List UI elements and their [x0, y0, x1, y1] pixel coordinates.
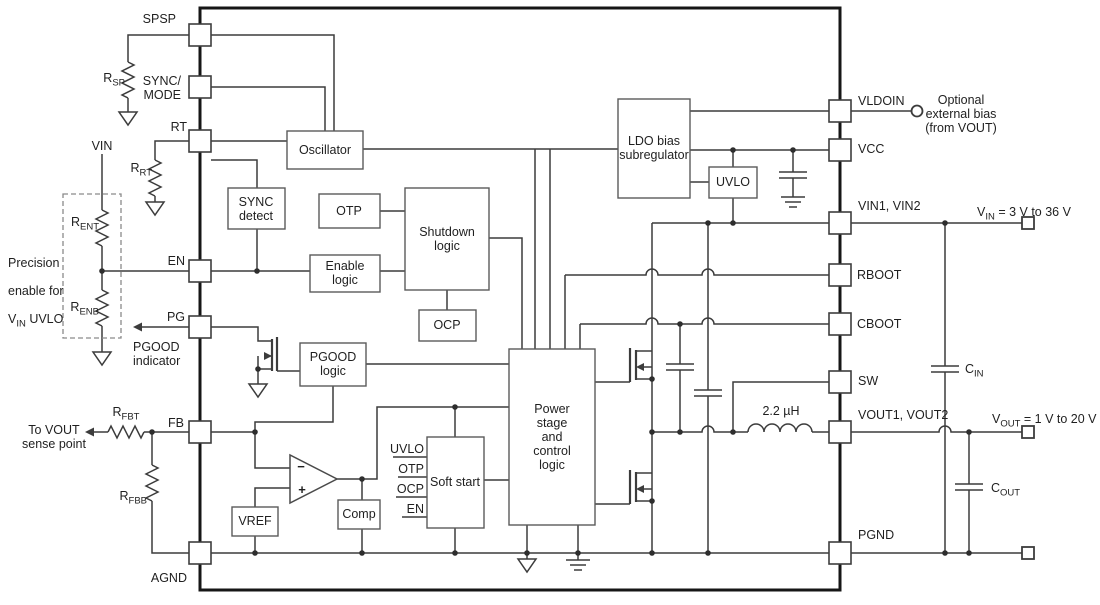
pin-label-en: EN: [167, 254, 185, 268]
resistor-rfbb-label: RFBB: [119, 489, 147, 507]
block-ldo-label: LDO bias subregulator: [619, 134, 689, 162]
pin-vldoin: [828, 99, 852, 123]
pin-vin: [828, 211, 852, 235]
soft-start-input-en: EN: [406, 502, 424, 516]
pin-sw: [828, 370, 852, 394]
pin-label-fb: FB: [168, 416, 184, 430]
pin-spsp: [188, 23, 212, 47]
vin-range-label: VIN = 3 V to 36 V: [977, 205, 1071, 223]
external-wires: [92, 34, 1022, 554]
block-oscillator-box: [286, 130, 364, 170]
pin-en: [188, 259, 212, 283]
resistor-rrt-label: RRT: [130, 161, 152, 179]
block-comp-label: Comp: [342, 507, 376, 521]
resistor-rfbt-label: RFBT: [112, 405, 140, 423]
block-soft-start-label: Soft start: [429, 475, 481, 489]
terminal-pgnd-square: [1021, 546, 1035, 560]
block-ldo-box: [617, 98, 691, 199]
soft-start-input-ocp: OCP: [396, 482, 424, 496]
block-pgood-box: [299, 342, 367, 387]
highside-fet-symbol: [628, 348, 644, 382]
vout-sense-note: To VOUT sense point: [22, 423, 86, 451]
pin-label-agnd: AGND: [150, 571, 187, 585]
vout-range-label: VOUT = 1 V to 20 V: [992, 412, 1097, 430]
error-amp-symbol: [289, 453, 339, 505]
cap-cout-label: COUT: [991, 481, 1021, 499]
block-enable-box: [309, 254, 381, 293]
external-terminals: [910, 104, 1035, 560]
block-shutdown-box: [404, 187, 490, 291]
lowside-fet-symbol: [628, 470, 644, 504]
pin-label-vcc: VCC: [858, 142, 885, 156]
block-pgood-label: PGOOD logic: [309, 350, 357, 378]
pin-sync-mode: [188, 75, 212, 99]
pin-label-pg: PG: [166, 310, 185, 324]
block-ocp-label: OCP: [433, 318, 461, 332]
pgood-indicator-note: PGOOD indicator: [133, 340, 181, 368]
block-otp-box: [318, 193, 381, 229]
pin-label-sw: SW: [858, 374, 879, 388]
pin-agnd: [188, 541, 212, 565]
pin-fb: [188, 420, 212, 444]
logic-blocks: [227, 98, 758, 537]
error-amp-minus: −: [297, 459, 305, 474]
soft-start-input-otp: OTP: [398, 462, 424, 476]
pin-label-cboot: CBOOT: [857, 317, 902, 331]
precision-enable-outline: [62, 193, 122, 339]
precision-enable-note: Precision enable for VIN UVLO: [8, 256, 64, 330]
pin-label-pgnd: PGND: [858, 528, 895, 542]
terminal-vin-square: [1021, 216, 1035, 230]
pin-pgnd: [828, 541, 852, 565]
ic-boundary: [198, 6, 842, 592]
inductor-value-label: 2.2 µH: [762, 404, 800, 418]
pin-pg: [188, 315, 212, 339]
terminal-vout-square: [1021, 425, 1035, 439]
block-sync-detect-label: SYNC detect: [238, 195, 274, 223]
pin-rboot: [828, 263, 852, 287]
resistor-rent-label: RENT: [70, 215, 99, 233]
soft-start-input-uvlo: UVLO: [389, 442, 424, 456]
optional-bias-note: Optional external bias (from VOUT): [925, 93, 997, 135]
block-power-stage-box: [508, 348, 596, 526]
vin-node-label: VIN: [91, 139, 113, 153]
block-power-stage-label: Power stage and control logic: [533, 402, 571, 472]
junction-dots: [99, 147, 972, 556]
pin-label-sync-mode: SYNC/ MODE: [142, 74, 181, 102]
resistor-rsp-label: RSP: [103, 71, 125, 89]
pin-vout: [828, 420, 852, 444]
vout-sense-arrowhead-icon: [85, 427, 94, 437]
block-oscillator-label: Oscillator: [298, 143, 352, 157]
block-ocp-box: [418, 309, 477, 342]
ground-arrow-icons: [91, 111, 538, 574]
block-vref-box: [231, 506, 279, 537]
block-otp-label: OTP: [336, 204, 362, 218]
pin-rt: [188, 129, 212, 153]
block-shutdown-label: Shutdown logic: [419, 225, 475, 253]
pin-label-rt: RT: [170, 120, 187, 134]
error-amp-plus: +: [298, 482, 306, 497]
pin-label-rboot: RBOOT: [857, 268, 902, 282]
block-uvlo-label: UVLO: [715, 175, 751, 189]
block-uvlo-box: [708, 166, 758, 199]
block-enable-label: Enable logic: [325, 259, 365, 287]
cap-cin-label: CIN: [965, 362, 984, 380]
block-sync-detect-box: [227, 187, 286, 230]
pin-squares: [188, 23, 852, 565]
pin-label-vout: VOUT1, VOUT2: [858, 408, 949, 422]
block-comp-box: [337, 499, 381, 530]
pin-cboot: [828, 312, 852, 336]
block-vref-label: VREF: [238, 514, 272, 528]
pin-vcc: [828, 138, 852, 162]
block-soft-start-box: [426, 436, 485, 529]
pgood-fet-symbol: [264, 337, 279, 371]
pin-label-vin: VIN1, VIN2: [858, 199, 921, 213]
resistor-renb-label: RENB: [70, 300, 99, 318]
pgood-arrowhead-icon: [133, 322, 142, 332]
earth-ground-icons: [566, 196, 805, 571]
terminal-vldoin-circle: [910, 104, 924, 118]
pin-label-spsp: SPSP: [142, 12, 176, 26]
pin-label-vldoin: VLDOIN: [858, 94, 905, 108]
